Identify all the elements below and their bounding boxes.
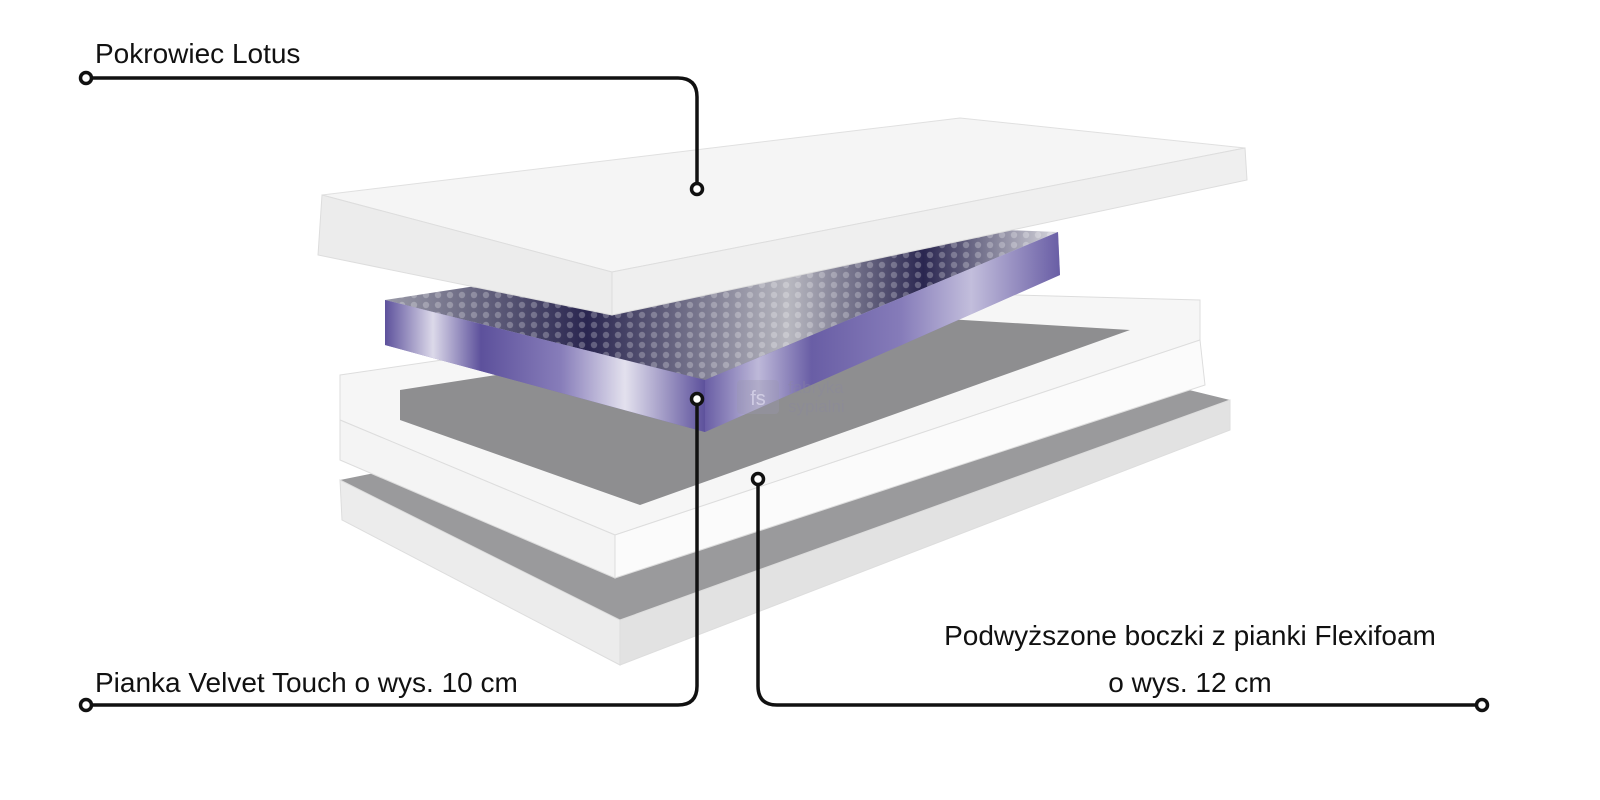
lotus-cover	[317, 117, 1248, 316]
svg-text:sypialni: sypialni	[788, 397, 845, 416]
callout-sides	[750, 471, 1490, 713]
callout-foam	[78, 391, 705, 713]
velvet-touch-foam	[385, 225, 1060, 432]
label-cover: Pokrowiec Lotus	[95, 38, 301, 69]
label-foam: Pianka Velvet Touch o wys. 10 cm	[95, 667, 518, 698]
callout-cover	[78, 70, 705, 197]
watermark: fs fabryka sypialni	[737, 378, 845, 416]
svg-text:fabryka: fabryka	[788, 378, 844, 397]
label-sides-line2: o wys. 12 cm	[1108, 667, 1272, 698]
svg-text:fs: fs	[750, 388, 766, 410]
label-sides-line1: Podwyższone boczki z pianki Flexifoam	[944, 620, 1436, 651]
